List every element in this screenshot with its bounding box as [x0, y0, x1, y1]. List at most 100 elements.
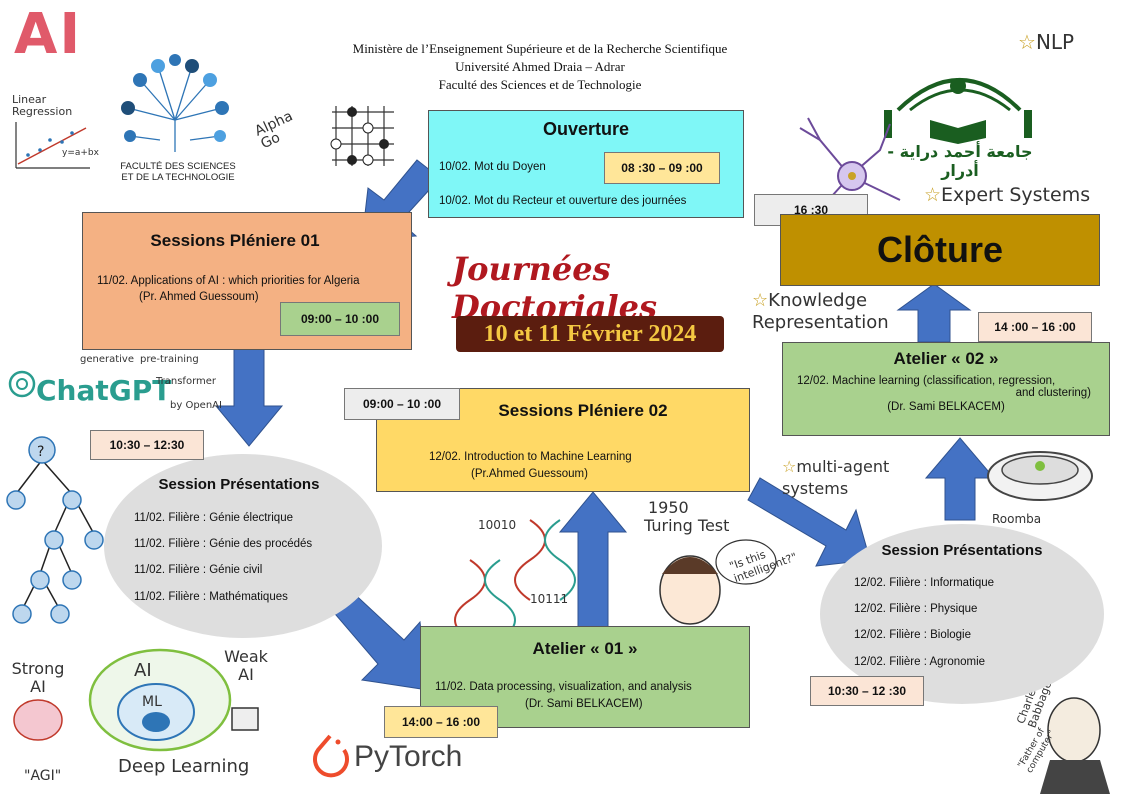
presentations1-item: 11/02. Filière : Génie civil [134, 564, 364, 591]
atelier2-box: Atelier « 02 » 12/02. Machine learning (… [782, 342, 1110, 436]
ministry-header: Ministère de l’Enseignement Supérieure e… [290, 40, 790, 94]
presentations2-item-value: Agronomie [929, 656, 986, 668]
ai-circle-label: AI [134, 660, 152, 681]
presentations1-item-value: Mathématiques [209, 591, 288, 603]
header-line-university: Université Ahmed Draia – Adrar [455, 59, 625, 74]
ml-circle-label: ML [142, 694, 162, 710]
presentations2-time: 10:30 – 12 :30 [810, 676, 924, 706]
atelier2-line2: and clustering) [1015, 387, 1091, 399]
presentations2-item-date: 12/02. [854, 656, 886, 668]
presentations2-item: 12/02. Filière : Biologie [854, 629, 1074, 656]
knowledge-representation-text: Knowledge Representation [752, 290, 889, 333]
presentations1-item-date: 11/02. [134, 512, 166, 524]
presentations1-item-label: Filière : [168, 564, 207, 576]
knowledge-representation-label: ☆Knowledge Representation [752, 290, 952, 334]
arrow-atelier1-to-pleniere2 [558, 491, 628, 629]
presentations2-ellipse [820, 524, 1104, 704]
university-arabic-name: جامعة أحمد دراية - أدرار [887, 142, 1033, 180]
presentations2-item-label: Filière : [889, 577, 927, 589]
svg-text:?: ? [37, 444, 44, 460]
generative-label: generative [80, 354, 134, 365]
atelier2-title: Atelier « 02 » [893, 349, 999, 368]
pleniere1-line2: (Pr. Ahmed Guessoum) [139, 291, 259, 303]
presentations2-item-label: Filière : [889, 629, 927, 641]
atelier1-title: Atelier « 01 » [532, 639, 638, 658]
nlp-text: NLP [1035, 30, 1075, 54]
pleniere1-title: Sessions Pléniere 01 [150, 231, 320, 250]
presentations1-item-label: Filière : [168, 591, 207, 603]
cloture-title: Clôture [877, 229, 1003, 270]
ouverture-line1: 10/02. Mot du Doyen [439, 161, 546, 173]
arrow-presentations2-to-atelier2 [924, 437, 996, 521]
cloture-box: Clôture [780, 214, 1100, 286]
deep-learning-label: Deep Learning [118, 756, 250, 777]
header-line-ministry: Ministère de l’Enseignement Supérieure e… [352, 41, 728, 56]
presentations2-item-label: Filière : [889, 656, 927, 668]
pretraining-label: pre-training [140, 354, 199, 365]
faculty-logo-line2: ET DE LA TECHNOLOGIE [121, 172, 235, 183]
star-icon: ☆ [1018, 30, 1036, 54]
header-line-faculty: Faculté des Sciences et de Technologie [438, 77, 642, 92]
linear-regression-label: Linear Regression [12, 93, 73, 118]
ai-logo: AI [14, 2, 83, 67]
arrow-atelier2-to-cloture [896, 283, 972, 343]
faculty-logo-line1: FACULTÉ DES SCIENCES [120, 161, 236, 172]
pleniere1-time: 09:00 – 10 :00 [280, 302, 400, 336]
star-icon: ☆ [782, 457, 797, 476]
binary-label-1: 10010 [478, 518, 517, 532]
turing-year-label: 1950 [648, 498, 689, 517]
pleniere1-line1: 11/02. Applications of AI : which priori… [97, 275, 360, 287]
weak-ai-label: Weak AI [224, 647, 268, 684]
presentations2-item-value: Physique [930, 603, 978, 615]
pleniere2-time: 09:00 – 10 :00 [344, 388, 460, 420]
presentations1-item-label: Filière : [168, 512, 207, 524]
pytorch-logo-text: PyTorch [354, 740, 463, 773]
arrow-pleniere1-to-presentations1 [214, 345, 284, 447]
presentations1-time: 10:30 – 12:30 [90, 430, 204, 460]
presentations2-item-label: Filière : [889, 603, 927, 615]
presentations1-item-value: Génie des procédés [209, 538, 313, 550]
binary-label-2: 10111 [530, 592, 569, 606]
expert-systems-label: ☆Expert Systems [924, 184, 1090, 206]
presentations1-item-date: 11/02. [134, 564, 166, 576]
turing-test-label: Turing Test [644, 516, 730, 535]
presentations2-item: 12/02. Filière : Physique [854, 603, 1074, 629]
roomba-label: Roomba [992, 512, 1042, 526]
pleniere2-title: Sessions Pléniere 02 [498, 401, 668, 420]
presentations2-title: Session Présentations [881, 542, 1043, 559]
ouverture-time: 08 :30 – 09 :00 [604, 152, 720, 184]
presentations1-item: 11/02. Filière : Génie des procédés [134, 538, 364, 564]
presentations2-item: 12/02. Filière : Agronomie [854, 656, 1074, 682]
presentations1-item-value: Génie électrique [209, 512, 293, 524]
linear-formula: y=a+bx [62, 148, 99, 158]
multi-agent-text: multi-agent systems [782, 457, 890, 498]
ouverture-title: Ouverture [542, 119, 630, 139]
presentations2-item-value: Biologie [930, 629, 972, 641]
presentations1-item-date: 11/02. [134, 591, 166, 603]
presentations1-list: 11/02. Filière : Génie électrique 11/02.… [134, 512, 364, 617]
atelier1-line1: 11/02. Data processing, visualization, a… [435, 681, 692, 693]
multi-agent-label: ☆multi-agent systems [782, 456, 932, 500]
event-dates-banner: 10 et 11 Février 2024 [456, 316, 724, 352]
faculty-logo-text: FACULTÉ DES SCIENCES ET DE LA TECHNOLOGI… [108, 161, 248, 183]
presentations2-list: 12/02. Filière : Informatique 12/02. Fil… [854, 577, 1074, 682]
agi-label: "AGI" [24, 768, 62, 784]
presentations1-item: 11/02. Filière : Génie électrique [134, 512, 364, 538]
atelier2-line1: 12/02. Machine learning (classification,… [797, 375, 1056, 387]
atelier2-line3: (Dr. Sami BELKACEM) [887, 401, 1005, 413]
presentations2-item-date: 12/02. [854, 577, 886, 589]
nlp-label: ☆NLP [1018, 30, 1074, 54]
strong-ai-label: Strong AI [11, 659, 65, 696]
presentations1-item-date: 11/02. [134, 538, 166, 550]
by-openai-label: by OpenAI [170, 400, 222, 411]
ouverture-line2: 10/02. Mot du Recteur et ouverture des j… [439, 195, 687, 207]
